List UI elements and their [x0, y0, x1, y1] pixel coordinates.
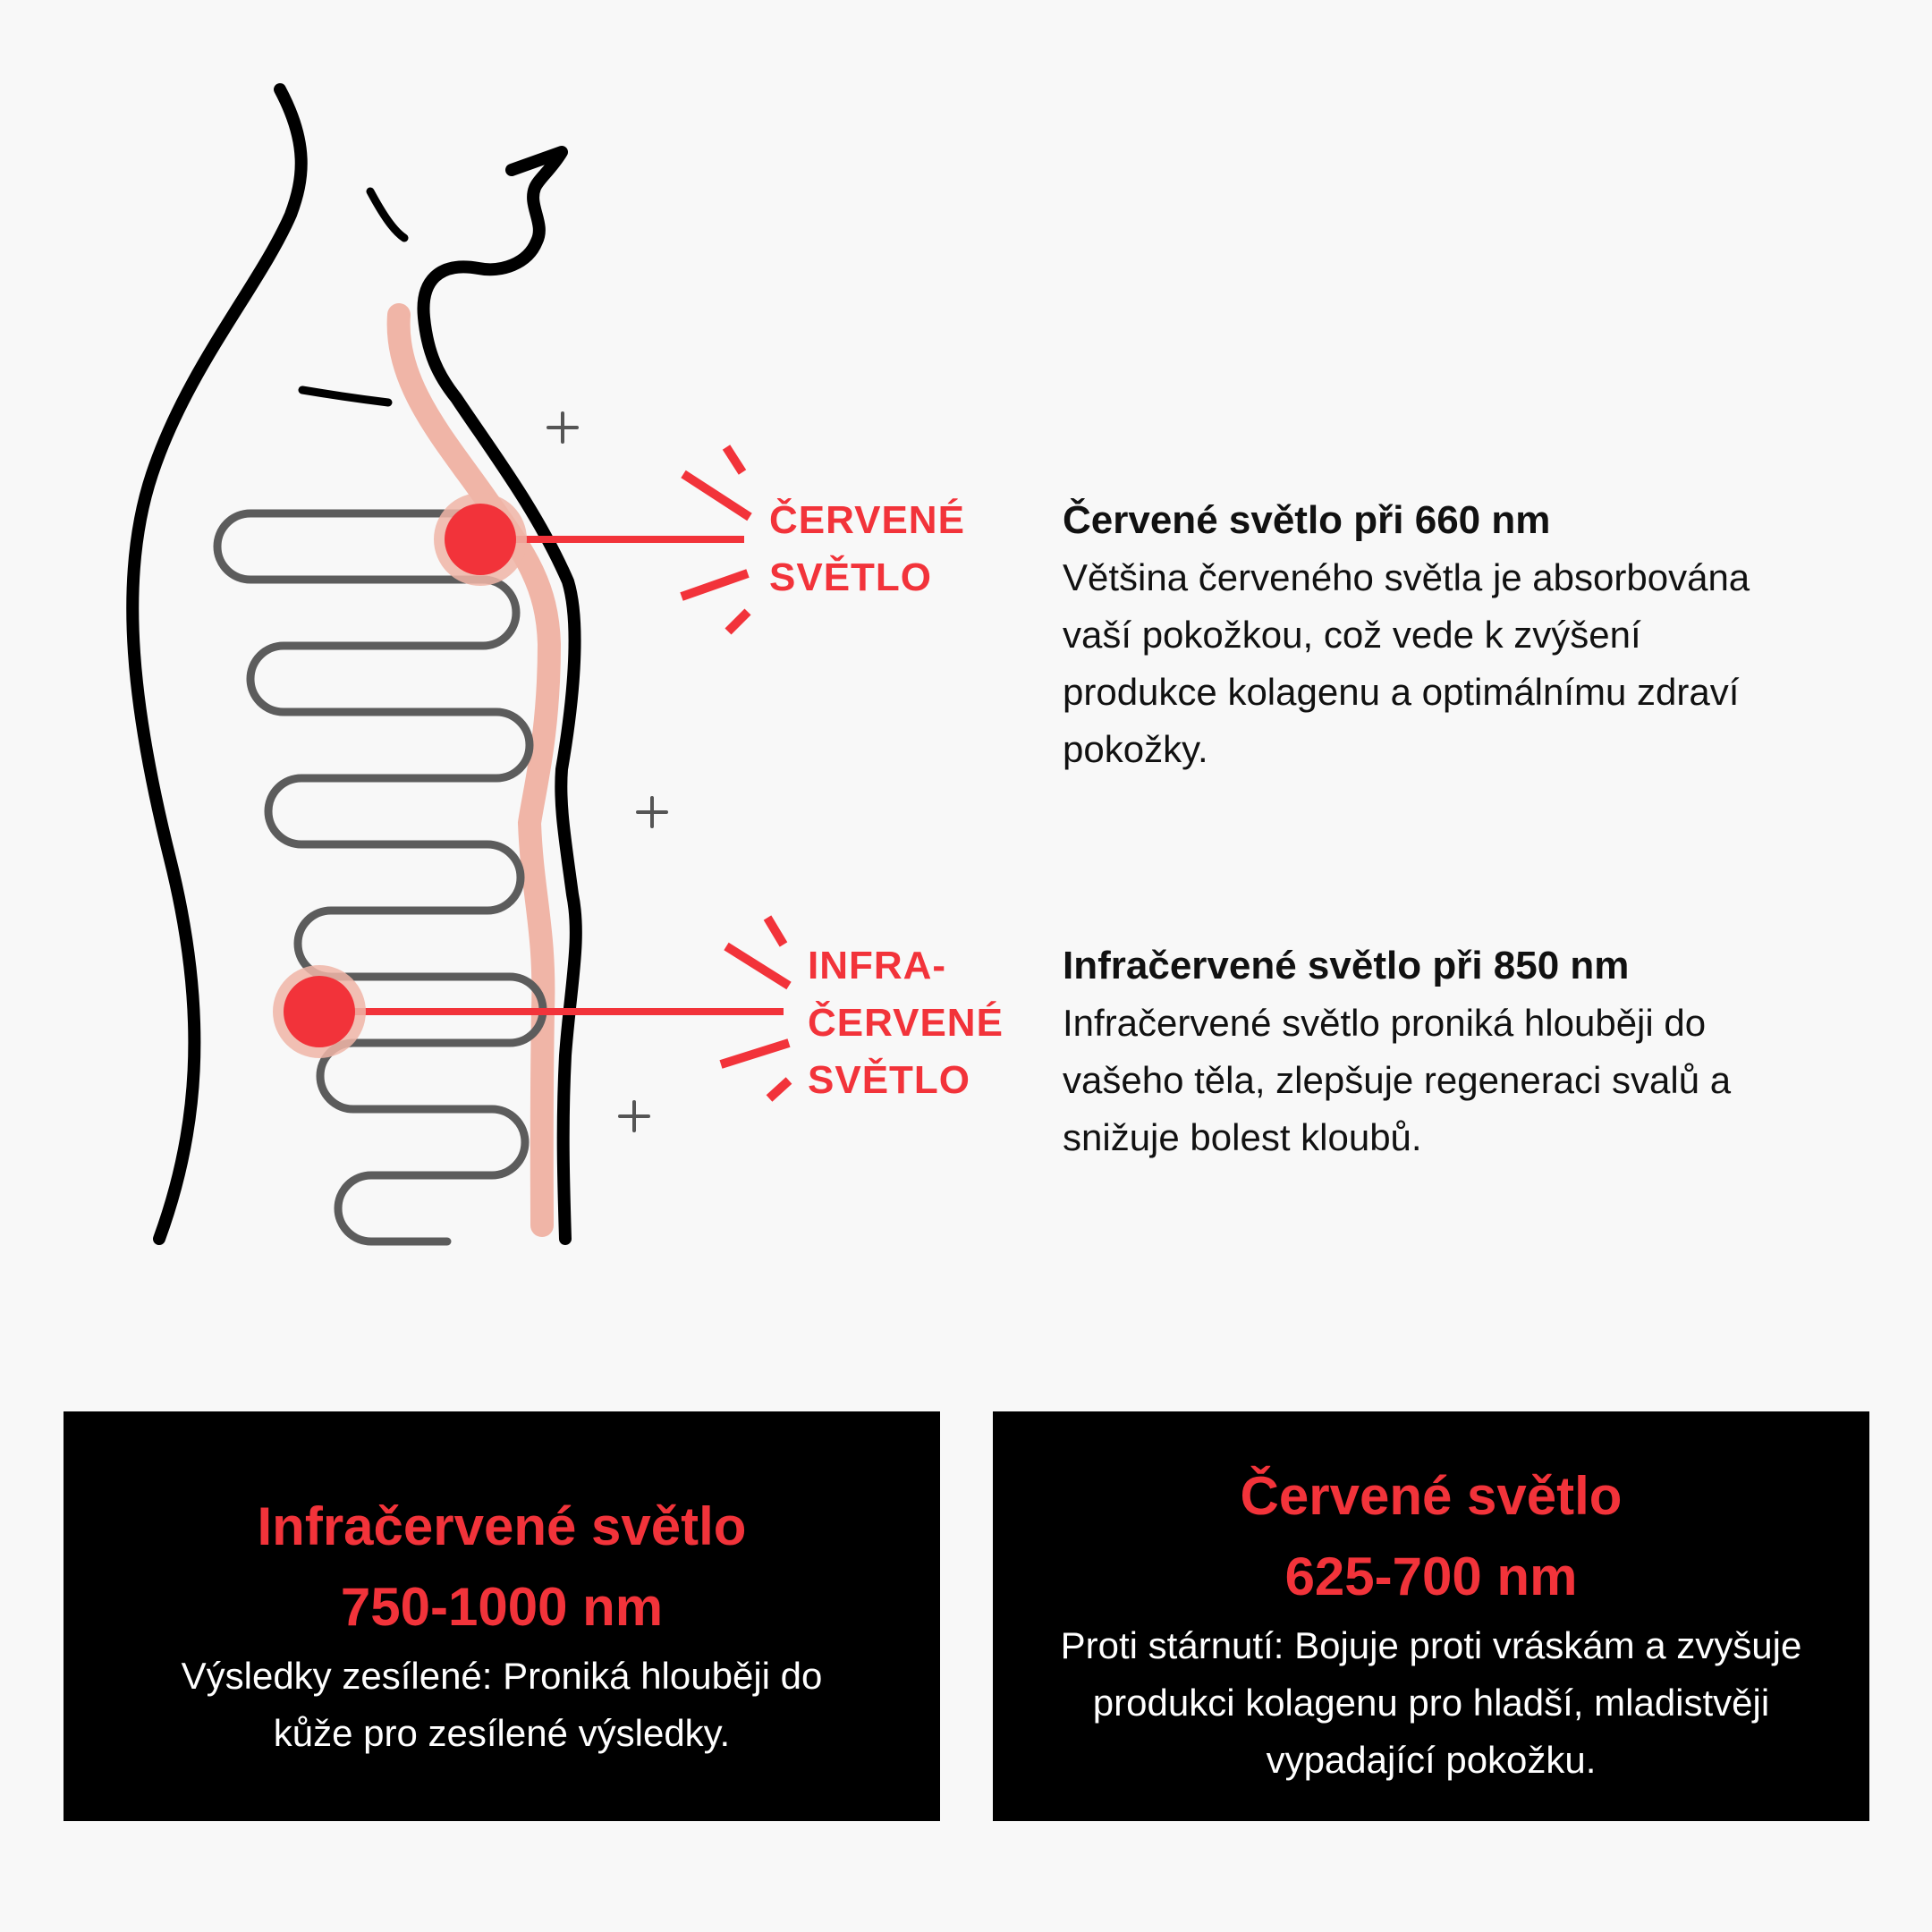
- red-light-label-line: SVĚTLO: [769, 555, 933, 599]
- red-box-title: Červené světlo: [1240, 1466, 1623, 1526]
- plus-icon: [636, 796, 668, 828]
- body-illustration: [126, 83, 792, 1246]
- red-light-description: Červené světlo při 660 nm Většina červen…: [1063, 492, 1868, 778]
- infrared-box-text: Výsledky zesílené: Proniká hlouběji do k…: [181, 1655, 823, 1754]
- red-light-description-text: Většina červeného světla je absorbována …: [1063, 556, 1750, 770]
- infrared-light-label-line: INFRA-: [808, 944, 947, 987]
- red-light-dot: [445, 504, 516, 575]
- plus-icon: [618, 1100, 650, 1132]
- skin-layer: [386, 303, 562, 1237]
- red-info-box: Červené světlo 625-700 nm Proti stárnutí…: [993, 1411, 1869, 1821]
- infrared-light-description-text: Infračervené světlo proniká hlouběji do …: [1063, 1002, 1732, 1158]
- ear: [366, 187, 409, 242]
- plus-icon: [547, 411, 579, 444]
- infrared-light-label: INFRA- ČERVENÉ SVĚTLO: [808, 937, 1004, 1109]
- shoulder-line: [298, 386, 393, 407]
- red-box-range: 625-700 nm: [1284, 1546, 1578, 1606]
- infrared-light-dot: [284, 976, 355, 1047]
- infrared-light-label-line: ČERVENÉ: [808, 1001, 1004, 1045]
- infrared-info-box: Infračervené světlo 750-1000 nm Výsledky…: [64, 1411, 940, 1821]
- infrared-light-description: Infračervené světlo při 850 nm Infračerv…: [1063, 937, 1868, 1166]
- red-light-rays: [680, 445, 752, 635]
- infrared-light-label-line: SVĚTLO: [808, 1058, 971, 1102]
- front-outline: [417, 146, 582, 1245]
- infrared-box-range: 750-1000 nm: [340, 1577, 664, 1637]
- infrared-light-description-title: Infračervené světlo při 850 nm: [1063, 944, 1630, 987]
- red-light-description-title: Červené světlo při 660 nm: [1063, 498, 1551, 542]
- red-box-text: Proti stárnutí: Bojuje proti vráskám a z…: [1060, 1624, 1802, 1781]
- back-outline: [126, 83, 308, 1245]
- infrared-box-title: Infračervené světlo: [257, 1496, 747, 1556]
- intestine-meander: [213, 509, 547, 1246]
- red-light-label-line: ČERVENÉ: [769, 498, 965, 542]
- red-light-label: ČERVENÉ SVĚTLO: [769, 492, 965, 606]
- infrared-light-rays: [719, 915, 792, 1102]
